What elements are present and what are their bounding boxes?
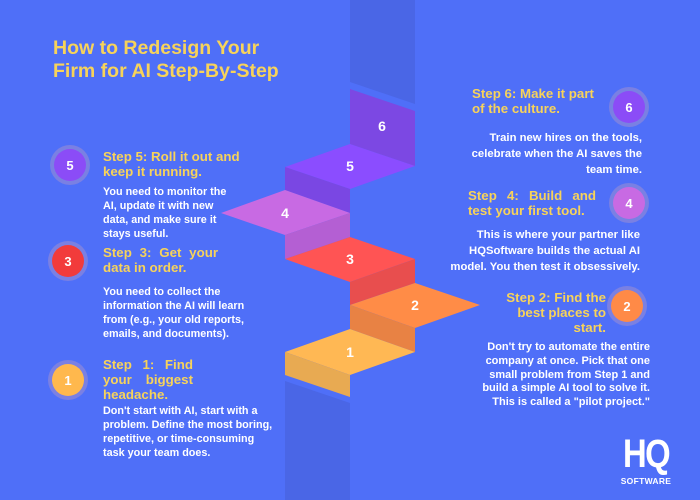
step-2-description-line: small problem from Step 1 and <box>489 368 650 381</box>
step-2-description-line: This is called a "pilot project." <box>492 396 650 409</box>
svg-text:4: 4 <box>625 196 633 211</box>
step-2-description: Don't try to automate the entire company… <box>482 341 650 410</box>
step-1-description-line: Don't start with AI, start with a <box>103 405 258 417</box>
step-3-title-line: Step 3: Get your <box>103 245 218 260</box>
svg-text:1: 1 <box>64 373 71 388</box>
stair-2-top <box>350 283 480 328</box>
stair-label-5: 5 <box>346 158 354 174</box>
svg-text:6: 6 <box>625 100 632 115</box>
step-3-description-line: emails, and documents). <box>103 328 229 340</box>
step-2-description-line: company at once. Pick that one <box>485 354 650 367</box>
step-6-description-line: Train new hires on the tools, <box>489 132 642 144</box>
stair-2-front <box>350 305 415 352</box>
stair-label-2: 2 <box>411 297 419 313</box>
step-3-description-line: from (e.g., your old reports, <box>103 314 244 326</box>
step-4-title-line: test your first tool. <box>468 203 585 218</box>
step-3-description-line: information the AI will learn <box>103 300 245 312</box>
step-badge-1: 1 <box>48 360 88 400</box>
stair-label-3: 3 <box>346 251 354 267</box>
step-5-title-line: Step 5: Roll it out and <box>103 149 240 164</box>
stair-1-front <box>285 352 350 397</box>
svg-text:2: 2 <box>623 299 630 314</box>
page-title-line: Firm for AI Step-By-Step <box>53 60 279 82</box>
page-title-line: How to Redesign Your <box>53 37 260 59</box>
step-6-description-line: celebrate when the AI saves the <box>471 148 642 160</box>
step-4-title: Step 4: Build and test your first tool. <box>468 188 596 218</box>
step-5-description-line: data, and make sure it <box>103 214 217 226</box>
step-1-description-line: repetitive, or time-consuming <box>103 433 255 445</box>
step-1-title: Step 1: Find your biggest headache. <box>103 357 193 402</box>
step-3-description-line: You need to collect the <box>103 286 221 298</box>
step-3-title-line: data in order. <box>103 260 187 275</box>
step-6-title-line: Step 6: Make it part <box>472 86 594 101</box>
stair-label-4: 4 <box>281 205 289 221</box>
step-4-description: This is where your partner like HQSoftwa… <box>450 227 640 275</box>
step-6-description-line: team time. <box>586 164 642 176</box>
hq-software-logo: HQ SOFTWARE <box>618 432 674 486</box>
step-5-description-line: You need to monitor the <box>103 186 227 198</box>
step-3-title: Step 3: Get your data in order. <box>103 245 218 275</box>
stair-3-front <box>350 259 415 305</box>
step-6-title: Step 6: Make it part of the culture. <box>472 86 594 116</box>
stair-label-6: 6 <box>378 118 386 134</box>
stair-4-top <box>221 190 350 235</box>
svg-text:3: 3 <box>64 254 71 269</box>
step-5-description-line: stays useful. <box>103 228 169 240</box>
step-2-description-line: Don't try to automate the entire <box>487 341 650 353</box>
step-badge-6: 6 <box>609 87 649 127</box>
logo-wordmark: SOFTWARE <box>620 476 672 486</box>
column-bottom <box>285 381 350 500</box>
step-badge-4: 4 <box>609 183 649 223</box>
svg-text:5: 5 <box>66 158 73 173</box>
column-top <box>350 0 415 104</box>
logo-mark: HQ <box>623 432 671 476</box>
step-4-title-line: Step 4: Build and <box>468 188 596 203</box>
stair-label-1: 1 <box>346 344 354 360</box>
stair-4-front <box>285 213 350 259</box>
stair-6-face <box>350 89 415 166</box>
step-2-title-line: Step 2: Find the <box>506 290 606 305</box>
step-5-description-line: AI, update it with new <box>103 200 214 212</box>
step-6-title-line: of the culture. <box>472 100 560 116</box>
step-4-description-line: This is where your partner like <box>476 229 640 241</box>
step-5-title: Step 5: Roll it out and keep it running. <box>103 149 240 179</box>
step-1-description-line: task your team does. <box>103 447 211 459</box>
step-1-title-line: headache. <box>103 387 169 402</box>
step-5-title-line: keep it running. <box>103 164 202 179</box>
stair-3-top <box>285 237 415 282</box>
page-title: How to Redesign Your Firm for AI Step-By… <box>53 37 279 83</box>
step-5-description: You need to monitor the AI, update it wi… <box>103 185 226 241</box>
step-3-description: You need to collect the information the … <box>103 285 244 341</box>
step-1-title-line: your biggest <box>103 372 193 387</box>
stair-5-front <box>285 167 350 213</box>
step-badge-5: 5 <box>50 145 90 185</box>
stair-5-top <box>285 144 415 189</box>
step-6-description: Train new hires on the tools, celebrate … <box>472 130 642 178</box>
step-4-description-line: HQSoftware builds the actual AI <box>469 245 640 257</box>
step-2-title-line: best places to <box>517 305 606 320</box>
step-1-description: Don't start with AI, start with a proble… <box>103 404 272 460</box>
step-2-title: Step 2: Find the best places to start. <box>506 290 606 335</box>
step-badge-2: 2 <box>607 286 647 326</box>
step-2-title-line: start. <box>573 320 606 335</box>
step-badge-3: 3 <box>48 241 88 281</box>
step-1-description-line: problem. Define the most boring, <box>103 419 273 431</box>
step-4-description-line: model. You then test it obsessively. <box>450 261 640 273</box>
step-2-description-line: build a simple AI tool to solve it. <box>482 382 650 395</box>
step-1-title-line: Step 1: Find <box>103 357 193 372</box>
